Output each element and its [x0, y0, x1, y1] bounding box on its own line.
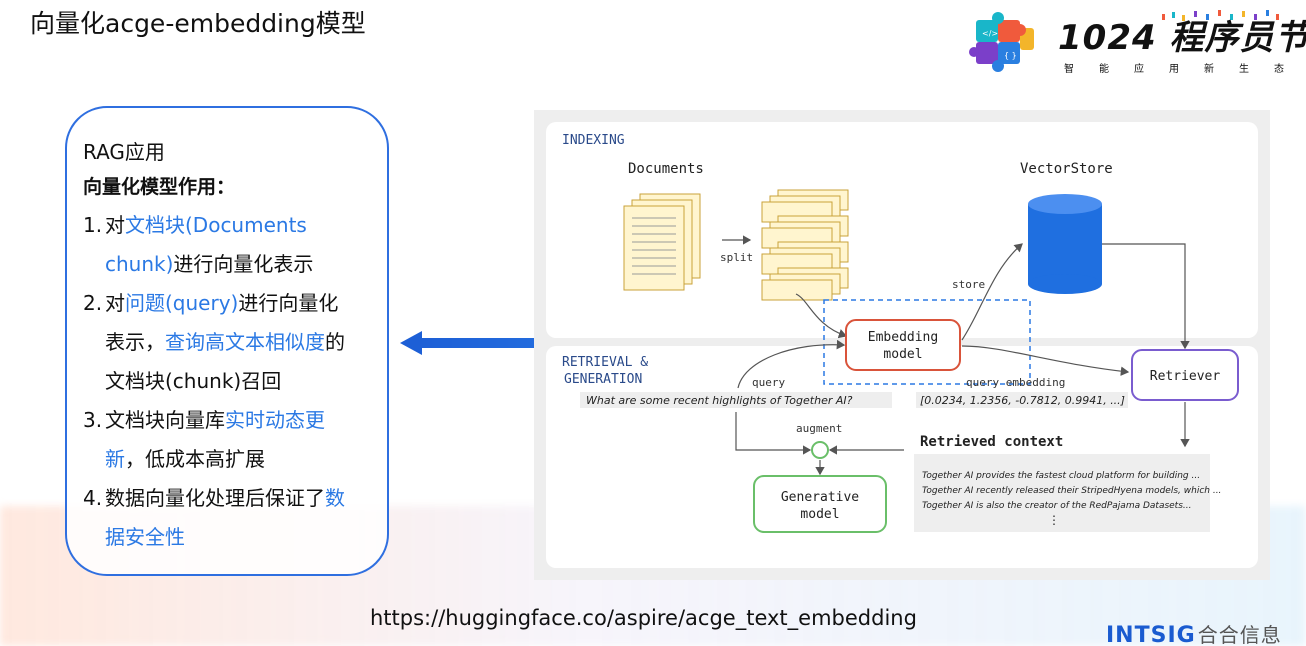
store-arrow [961, 243, 1023, 341]
list-item-2: 2. 对 问题(query) 进行向量化 表示，查询高文本相似度的 文档块(ch… [83, 284, 387, 401]
logo-sub-char: 应 [1134, 64, 1144, 75]
query-label: query [752, 376, 785, 389]
generative-model-label-2: model [800, 507, 839, 522]
retriever-label: Retriever [1150, 369, 1221, 384]
item-highlight: 数 [325, 486, 345, 510]
retriever-box [1131, 349, 1239, 401]
item-text: 对 [105, 213, 125, 237]
item-text: 进行向量化表示 [173, 252, 314, 276]
indexing-label: INDEXING [562, 133, 625, 148]
item-highlight: chunk) [105, 252, 174, 276]
embedding-model-label-2: model [883, 347, 922, 362]
source-url: https://huggingface.co/aspire/acge_text_… [370, 606, 917, 630]
event-logo: </> { } 1024 程序员节 智 能 应 用 新 生 态 [968, 6, 1306, 78]
split-label: split [720, 251, 753, 264]
brand-name: INTSIG [1106, 623, 1196, 646]
panel-subheading: 向量化模型作用： [83, 176, 236, 198]
item-highlight: 问题(query) [125, 291, 239, 315]
documents-label: Documents [628, 161, 704, 177]
list-item-3: 3. 文档块向量库 实时动态更 新，低成本高扩展 [83, 401, 387, 479]
retrieved-context-label: Retrieved context [920, 434, 1063, 450]
embedding-values-box [916, 392, 1128, 408]
logo-sub-char: 态 [1274, 64, 1284, 75]
chunks-to-embedding-arrow [795, 293, 848, 339]
embedding-model-label: Embedding [868, 330, 938, 345]
embedding-to-retriever-arrow [961, 345, 1130, 376]
item-number: 2. [83, 291, 103, 315]
logo-sub-char: 新 [1204, 64, 1214, 75]
item-text: 对 [105, 291, 125, 315]
item-text: 数据向量化处理后保证了 [105, 486, 325, 510]
svg-text:{ }: { } [1004, 51, 1017, 60]
item-highlight: 据安全性 [105, 525, 185, 549]
context-line: Together AI is also the creator of the R… [922, 501, 1191, 511]
embedding-model-box [845, 319, 961, 371]
item-text: 文档块向量库 [105, 408, 225, 432]
augment-node [811, 441, 829, 459]
item-text: 的 [325, 330, 345, 354]
item-highlight: 新 [105, 447, 125, 471]
confetti-icon [1162, 10, 1279, 21]
item-text: 表示， [105, 330, 165, 354]
retrieved-context-box [914, 454, 1210, 532]
puzzle-logo-icon: </> { } [969, 12, 1034, 72]
query-text: What are some recent highlights of Toget… [586, 394, 853, 407]
item-number: 1. [83, 213, 103, 237]
vectorstore-cylinder-icon [1028, 194, 1102, 294]
item-number: 4. [83, 486, 103, 510]
item-highlight: 文档块(Documents [125, 213, 307, 237]
item-text: ，低成本高扩展 [125, 447, 265, 471]
augment-label: augment [796, 422, 842, 435]
query-text-box [580, 392, 892, 408]
query-to-augment-arrow [735, 412, 812, 455]
rag-text-panel: RAG应用 向量化模型作用： 1. 对 文档块(Documents chunk)… [65, 106, 389, 576]
logo-sub-char: 智 [1064, 64, 1074, 75]
context-line: Together AI provides the fastest cloud p… [922, 471, 1200, 481]
embedding-values: [0.0234, 1.2356, -0.7812, 0.9941, ...] [920, 394, 1125, 407]
vectorstore-to-retriever-arrow [1102, 243, 1190, 350]
query-to-embedding-arrow [737, 339, 846, 389]
item-text: 文档块(chunk)召回 [105, 369, 282, 393]
logo-sub-char: 生 [1239, 64, 1249, 75]
chunks-stack-icon [761, 189, 849, 301]
item-text: 进行向量化 [238, 291, 339, 315]
panel-heading: RAG应用 [83, 140, 165, 164]
documents-stack-icon [623, 193, 701, 291]
slide-title: 向量化acge-embedding模型 [30, 9, 366, 38]
rag-diagram-svg: INDEXING Documents split [546, 122, 1258, 568]
item-highlight: 查询高文本相似度 [165, 330, 325, 354]
logo-sub-char: 用 [1169, 64, 1179, 75]
brand-cn: 合合信息 [1197, 623, 1282, 646]
rag-diagram: INDEXING Documents split [534, 110, 1270, 580]
store-label: store [952, 278, 985, 291]
context-ellipsis: ⋮ [1048, 513, 1060, 527]
vectorstore-label: VectorStore [1020, 161, 1113, 177]
list-item-1: 1. 对 文档块(Documents chunk)进行向量化表示 [83, 206, 387, 284]
retrieval-label: RETRIEVAL & [562, 355, 648, 370]
item-number: 3. [83, 408, 103, 432]
generation-label: GENERATION [564, 372, 642, 387]
item-highlight: 实时动态更 [225, 408, 325, 432]
logo-sub-char: 能 [1099, 64, 1109, 75]
query-embedding-label: query embedding [966, 376, 1065, 389]
embedding-highlight-box [823, 299, 1031, 385]
generative-model-label: Generative [781, 490, 859, 505]
generative-model-box [753, 475, 887, 533]
svg-text:</>: </> [982, 29, 998, 38]
logo-main-text: 1024 程序员节 [1058, 18, 1306, 58]
list-item-4: 4. 数据向量化处理后保证了 数 据安全性 [83, 479, 387, 557]
logo-subtitle: 智 能 应 用 新 生 态 [1064, 60, 1284, 75]
context-line: Together AI recently released their Stri… [922, 486, 1221, 496]
